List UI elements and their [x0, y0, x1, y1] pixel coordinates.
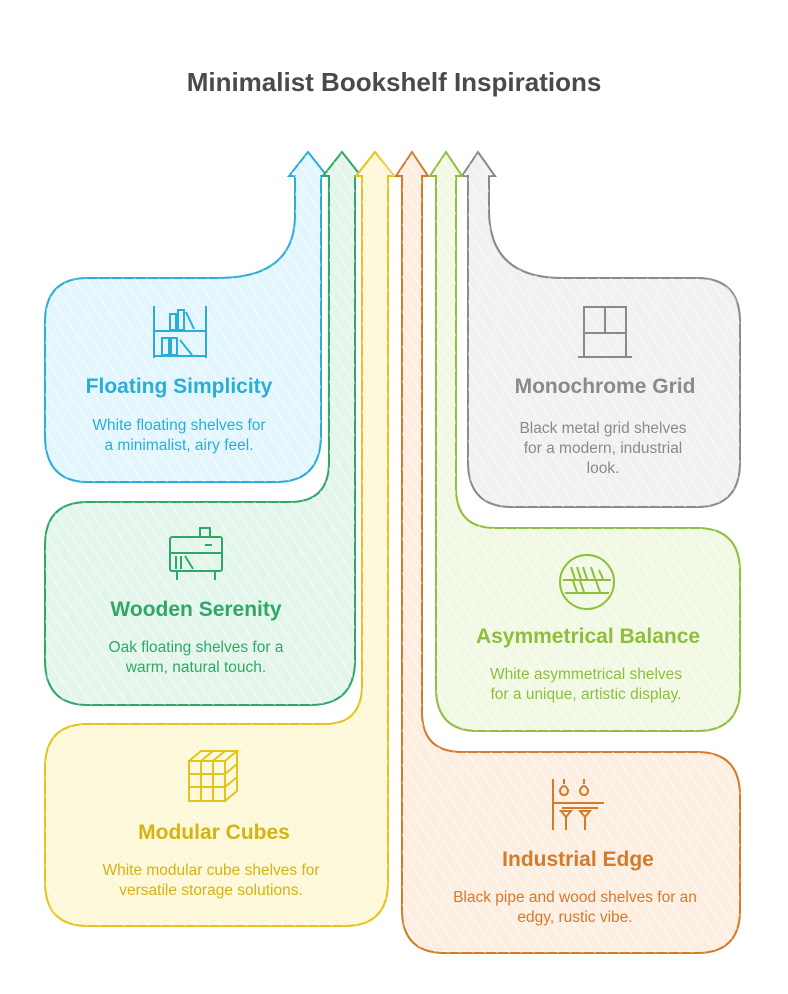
card-wooden-serenity: Wooden Serenity Oak floating shelves for…	[44, 150, 364, 706]
window-grid-icon	[578, 306, 632, 358]
card-desc-line: White floating shelves for	[92, 417, 265, 434]
card-desc-line: White modular cube shelves for	[102, 862, 319, 879]
card-desc-line: edgy, rustic vibe.	[517, 909, 632, 926]
card-desc-line: White asymmetrical shelves	[490, 666, 682, 683]
card-title: Floating Simplicity	[86, 375, 273, 398]
wooden-cabinet-icon	[169, 527, 223, 580]
round-shelf-icon	[559, 554, 615, 610]
card-desc-line: for a modern, industrial	[524, 440, 683, 457]
card-title: Modular Cubes	[138, 821, 290, 844]
card-desc-line: Black metal grid shelves	[519, 420, 686, 437]
card-modular-cubes: Modular Cubes White modular cube shelves…	[44, 150, 397, 927]
card-industrial-edge: Industrial Edge Black pipe and wood shel…	[394, 150, 741, 954]
card-title: Monochrome Grid	[515, 375, 696, 398]
card-title: Wooden Serenity	[110, 598, 281, 621]
card-desc-line: for a unique, artistic display.	[491, 686, 682, 703]
card-title: Industrial Edge	[502, 848, 654, 871]
cube-grid-icon	[188, 750, 240, 802]
card-asymmetrical-balance: Asymmetrical Balance White asymmetrical …	[428, 150, 741, 732]
pipe-shelf-icon	[552, 779, 604, 830]
page-title: Minimalist Bookshelf Inspirations	[187, 67, 602, 97]
card-desc-line: Oak floating shelves for a	[109, 639, 284, 656]
card-desc-line: look.	[587, 460, 620, 477]
card-desc-line: Black pipe and wood shelves for an	[453, 889, 697, 906]
card-desc-line: versatile storage solutions.	[119, 882, 303, 899]
card-floating-simplicity: Floating Simplicity White floating shelv…	[44, 150, 330, 483]
card-monochrome-grid: Monochrome Grid Black metal grid shelves…	[460, 150, 741, 508]
card-title: Asymmetrical Balance	[476, 625, 700, 648]
floating-shelf-icon	[153, 306, 207, 358]
card-desc-line: warm, natural touch.	[125, 659, 266, 676]
card-desc-line: a minimalist, airy feel.	[104, 437, 253, 454]
